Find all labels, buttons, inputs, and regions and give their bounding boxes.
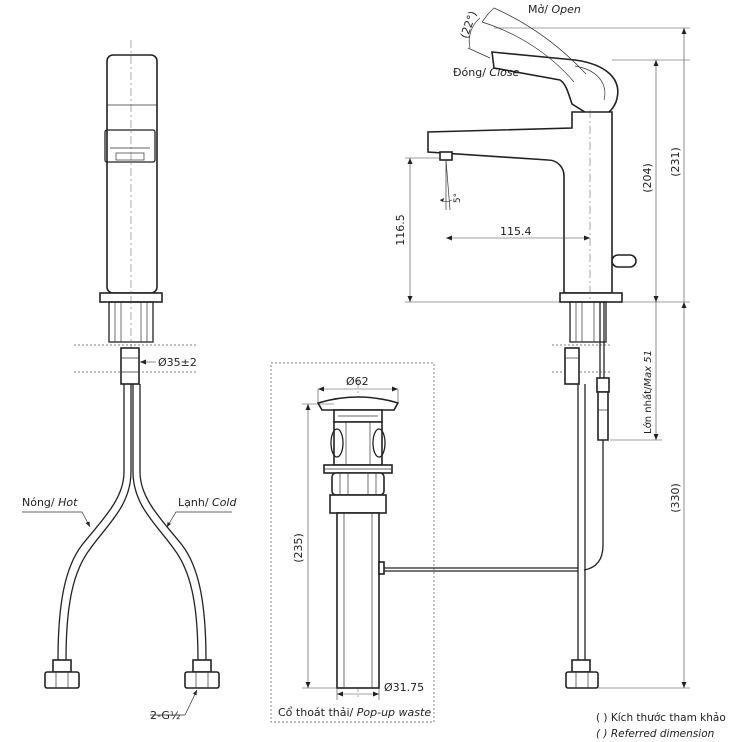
- close-label: Đóng/ Close: [453, 66, 520, 79]
- spout-reach-label: 115.4: [500, 225, 532, 238]
- front-control-window: [104, 129, 156, 163]
- max-deck-thickness-label: Lớn nhất/Max 51: [642, 350, 654, 434]
- hot-supply-hose: [57, 384, 125, 661]
- drain-pipe: [336, 512, 380, 689]
- spout-angle-label: 5°: [453, 193, 463, 203]
- hole-diameter-label: Ø35±2: [158, 356, 197, 369]
- hot-hose-nut: [44, 659, 80, 689]
- side-shank: [569, 301, 607, 343]
- front-faucet-body: [106, 54, 158, 294]
- cold-hose-nut: [184, 659, 220, 689]
- lever-closed: [491, 51, 619, 117]
- front-view: [22, 40, 232, 716]
- open-label: Mở/ Open: [528, 3, 581, 16]
- lever-angle-label: (22°): [458, 9, 480, 40]
- supply-length-label: (330): [669, 483, 682, 513]
- popup-waste-frame: [270, 362, 435, 723]
- side-base-plate: [559, 292, 623, 303]
- popup-waste-assembly: [270, 362, 578, 723]
- drain-top-diameter-label: Ø62: [346, 375, 369, 388]
- popup-waste-label: Cổ thoát thải/ Pop-up waste: [278, 706, 431, 719]
- thread-label: 2-G½: [150, 709, 181, 722]
- legend-line-vi: ( ) Kích thước tham khảo: [596, 712, 726, 724]
- drain-cap: [316, 396, 400, 411]
- spout-height-label: 116.5: [394, 214, 407, 246]
- total-height-label: (231): [669, 147, 682, 177]
- lever-open: [487, 7, 587, 75]
- drain-length-label: (235): [292, 533, 305, 563]
- hot-label: Nóng/ Hot: [22, 496, 78, 509]
- cold-supply-hose: [132, 384, 199, 661]
- drain-bottom-diameter-label: Ø31.75: [384, 681, 424, 694]
- legend-line-en: ( ) Referred dimension: [596, 728, 714, 740]
- cold-label: Lạnh/ Cold: [178, 496, 237, 509]
- side-view: [405, 7, 690, 689]
- faucet-height-label: (204): [641, 163, 654, 193]
